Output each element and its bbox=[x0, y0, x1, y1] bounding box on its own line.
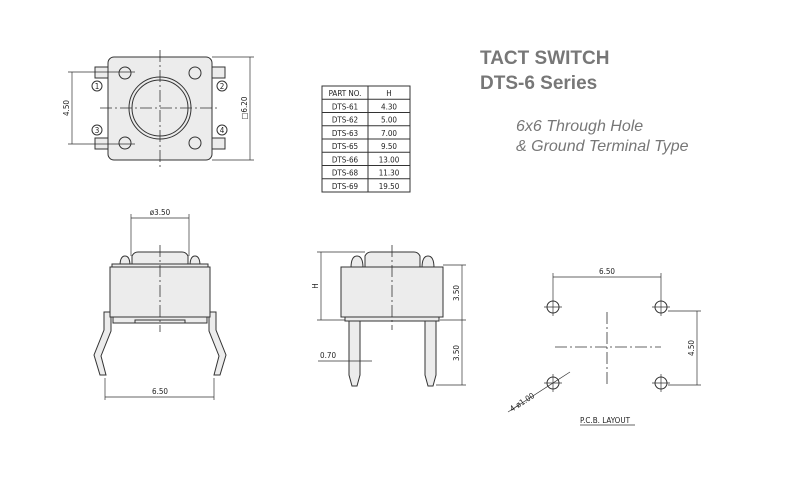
dim-size: □6.20 bbox=[240, 96, 249, 119]
dim-h: H bbox=[311, 283, 320, 288]
table-header-h: H bbox=[386, 89, 391, 98]
terminal-1: 1 bbox=[95, 82, 100, 91]
table-cell-part: DTS-66 bbox=[332, 155, 359, 164]
dim-button: ø3.50 bbox=[150, 208, 171, 217]
table-header-part: PART NO. bbox=[329, 89, 362, 98]
dim-legs: 6.50 bbox=[152, 387, 168, 396]
table-cell-h: 9.50 bbox=[381, 142, 397, 151]
terminal-2: 2 bbox=[220, 82, 225, 91]
pcb-dim-x: 6.50 bbox=[599, 267, 615, 276]
table-cell-h: 7.00 bbox=[381, 129, 397, 138]
product-series: DTS-6 Series bbox=[480, 73, 598, 94]
side-view: H 3.50 3.50 0.70 bbox=[311, 245, 466, 387]
dim-leg: 3.50 bbox=[452, 345, 461, 361]
front-view: ø3.50 6.50 bbox=[93, 208, 227, 400]
pcb-holes: 4-ø1.00 bbox=[508, 391, 536, 414]
table-cell-part: DTS-62 bbox=[332, 116, 358, 125]
dim-body: 3.50 bbox=[452, 285, 461, 301]
table-cell-part: DTS-61 bbox=[332, 102, 358, 111]
terminal-3: 3 bbox=[95, 126, 100, 135]
table-cell-part: DTS-65 bbox=[332, 142, 358, 151]
pcb-label: P.C.B. LAYOUT bbox=[580, 416, 631, 425]
table-cell-h: 5.00 bbox=[381, 116, 397, 125]
table-cell-part: DTS-69 bbox=[332, 182, 359, 191]
top-view: 4.50 □6.20 1 2 3 4 bbox=[62, 50, 254, 168]
product-subtitle-1: 6x6 Through Hole bbox=[516, 118, 644, 135]
dim-pin: 0.70 bbox=[320, 351, 336, 360]
table-cell-h: 13.00 bbox=[379, 155, 400, 164]
terminal-4: 4 bbox=[220, 126, 225, 135]
table-cell-h: 4.30 bbox=[381, 102, 397, 111]
dim-pitch: 4.50 bbox=[62, 100, 71, 116]
table-cell-part: DTS-68 bbox=[332, 169, 359, 178]
table-cell-h: 19.50 bbox=[379, 182, 400, 191]
product-title: TACT SWITCH bbox=[480, 48, 610, 69]
product-subtitle-2: & Ground Terminal Type bbox=[516, 138, 689, 155]
table-cell-h: 11.30 bbox=[379, 169, 400, 178]
pcb-layout: 6.50 4.50 4-ø1.00 P.C.B. LAYOUT bbox=[507, 267, 701, 426]
table-cell-part: DTS-63 bbox=[332, 129, 358, 138]
pcb-dim-y: 4.50 bbox=[687, 340, 696, 356]
